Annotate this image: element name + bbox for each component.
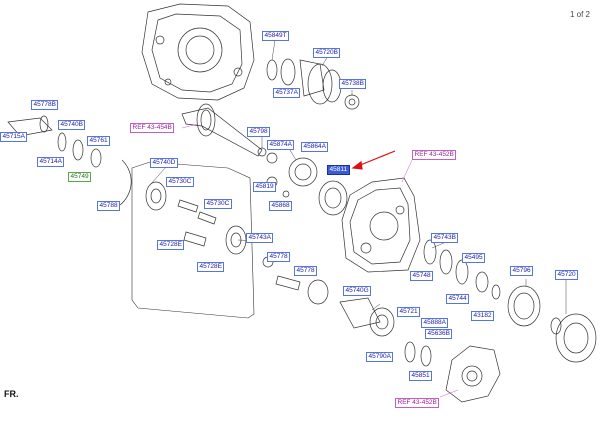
part-label-45778-lower[interactable]: 45778: [294, 266, 318, 276]
ref-leaders: [181, 123, 459, 398]
part-label-45851[interactable]: 45851: [409, 371, 433, 381]
part-label-45888a[interactable]: 45888A: [421, 318, 449, 328]
output-shaft-left: [7, 115, 132, 206]
part-label-45743b[interactable]: 45743B: [431, 233, 459, 243]
part-label-45819[interactable]: 45819: [253, 182, 277, 192]
part-label-45849t[interactable]: 45849T: [262, 31, 290, 41]
part-label-45740g[interactable]: 45740G: [343, 286, 372, 296]
fr-direction-marker: FR.: [4, 389, 19, 399]
part-label-45737a[interactable]: 45737A: [273, 88, 301, 98]
part-label-45761[interactable]: 45761: [87, 136, 111, 146]
differential-45720: [550, 313, 597, 363]
part-label-45740b[interactable]: 45740B: [58, 120, 86, 130]
part-label-45748[interactable]: 45748: [410, 271, 434, 281]
part-label-45730c-upper[interactable]: 45730C: [166, 177, 194, 187]
part-label-45864a[interactable]: 45864A: [301, 142, 329, 152]
transmission-housing-top: [141, 3, 255, 101]
part-label-45778-upper[interactable]: 45778: [267, 252, 291, 262]
part-label-45749[interactable]: 45749: [68, 172, 92, 182]
part-label-45728e-right[interactable]: 45728E: [197, 262, 225, 272]
ref-label-43-454b[interactable]: REF 43-454B: [130, 123, 175, 133]
part-label-45796[interactable]: 45796: [510, 266, 534, 276]
part-label-45790a[interactable]: 45790A: [366, 352, 394, 362]
part-label-43182[interactable]: 43182: [471, 311, 495, 321]
part-label-45811-highlighted[interactable]: 45811: [327, 165, 350, 175]
input-shaft: [181, 103, 278, 164]
part-label-45744[interactable]: 45744: [446, 294, 470, 304]
part-label-45798[interactable]: 45798: [247, 127, 271, 137]
part-label-45720b[interactable]: 45720B: [313, 48, 341, 58]
part-label-45495[interactable]: 45495: [462, 253, 486, 263]
side-cover-bottom: [445, 345, 501, 403]
part-label-45721[interactable]: 45721: [397, 307, 421, 317]
ref-label-43-452b-lower[interactable]: REF 43-452B: [395, 398, 440, 408]
page-indicator: 1 of 2: [569, 10, 590, 19]
part-label-45728e-left[interactable]: 45728E: [157, 240, 185, 250]
part-label-45874a[interactable]: 45874A: [267, 140, 295, 150]
part-label-45740d[interactable]: 45740D: [150, 158, 178, 168]
part-label-45714a[interactable]: 45714A: [37, 157, 65, 167]
lower-shaft-45740G: [339, 297, 432, 367]
leader-lines: [149, 39, 567, 314]
part-label-45720[interactable]: 45720: [555, 270, 579, 280]
part-label-45715a[interactable]: 45715A: [0, 132, 28, 142]
part-label-45778b[interactable]: 45778B: [31, 100, 59, 110]
part-label-45788[interactable]: 45788: [97, 201, 121, 211]
pointer-arrow: [351, 150, 396, 170]
part-label-45743a[interactable]: 45743A: [246, 233, 274, 243]
part-label-45738b[interactable]: 45738B: [339, 79, 367, 89]
part-label-45730c-lower[interactable]: 45730C: [204, 199, 232, 209]
differential-case: [266, 157, 348, 216]
right-bearings: [423, 239, 489, 293]
transmission-case-right: [341, 177, 421, 273]
part-label-45868[interactable]: 45868: [269, 201, 293, 211]
ref-label-43-452b-upper[interactable]: REF 43-452B: [412, 150, 457, 160]
part-label-45636b[interactable]: 45636B: [425, 329, 453, 339]
clutch-drum-45796: [491, 284, 541, 327]
